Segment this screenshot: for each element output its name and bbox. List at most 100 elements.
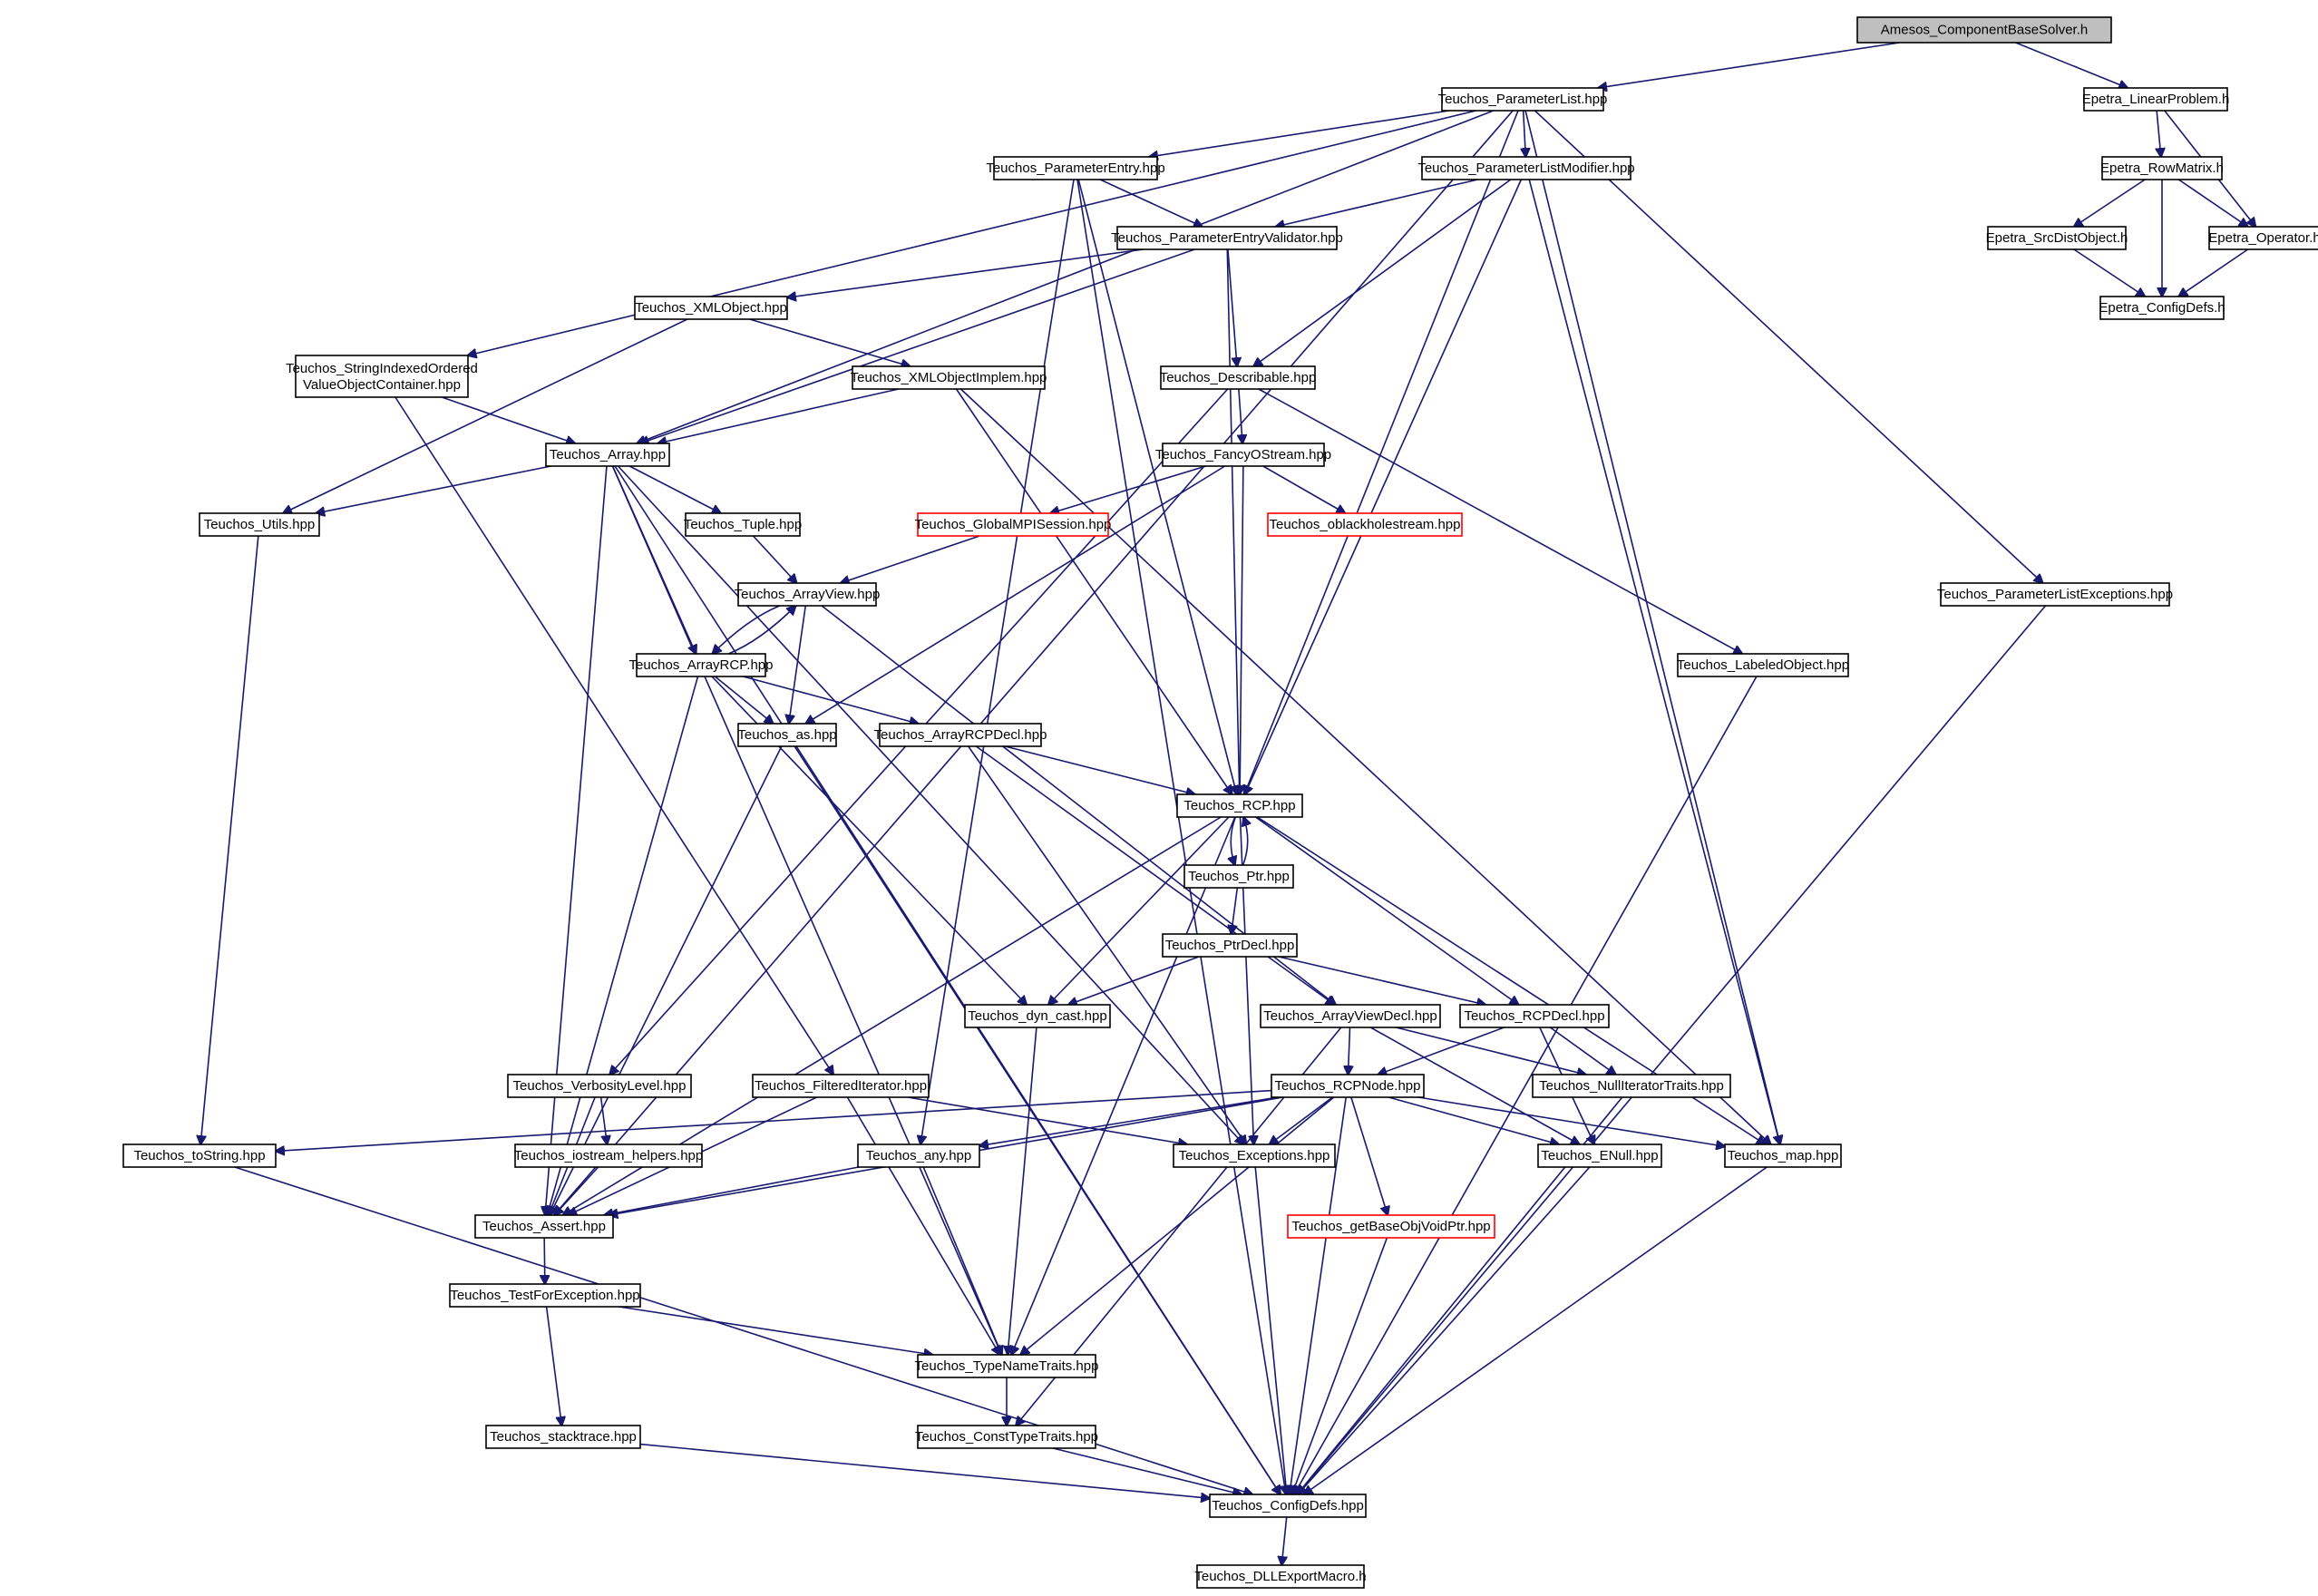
edge-rowmatrix-to-epetra_operator <box>2177 179 2247 227</box>
node-parameterlistmodifier[interactable]: Teuchos_ParameterListModifier.hpp <box>1417 156 1635 180</box>
node-epetra_operator[interactable]: Epetra_Operator.h <box>2208 226 2318 250</box>
node-rowmatrix[interactable]: Epetra_RowMatrix.h <box>2100 156 2224 180</box>
node-label: Teuchos_iostream_helpers.hpp <box>514 1148 703 1163</box>
edge-rcpnode-to-configdefs <box>1290 1096 1348 1494</box>
node-arrayviewdecl[interactable]: Teuchos_ArrayViewDecl.hpp <box>1260 1004 1441 1028</box>
edge-utils-to-tostring <box>200 535 259 1144</box>
node-as[interactable]: Teuchos_as.hpp <box>737 723 837 747</box>
edge-parameterlistmodifier-to-describable <box>1253 179 1512 366</box>
node-arrayview[interactable]: Teuchos_ArrayView.hpp <box>735 582 881 607</box>
node-label: Teuchos_oblackholestream.hpp <box>1270 517 1461 532</box>
node-fancyostream[interactable]: Teuchos_FancyOStream.hpp <box>1155 443 1331 467</box>
edge-exceptions-to-configdefs <box>1254 1166 1287 1494</box>
node-label: Teuchos_XMLObjectImplem.hpp <box>851 370 1047 385</box>
node-label: Teuchos_Describable.hpp <box>1160 370 1317 385</box>
edge-rcpnode-to-exceptions <box>1270 1096 1333 1144</box>
edge-ptrdecl-to-dyn_cast <box>1068 956 1200 1005</box>
node-box <box>1176 793 1303 818</box>
node-rcpdecl[interactable]: Teuchos_RCPDecl.hpp <box>1459 1004 1610 1028</box>
node-enull[interactable]: Teuchos_ENull.hpp <box>1537 1143 1662 1168</box>
node-dllexportmacro[interactable]: Teuchos_DLLExportMacro.h <box>1194 1564 1367 1589</box>
node-array[interactable]: Teuchos_Array.hpp <box>545 443 670 467</box>
node-rcpnode[interactable]: Teuchos_RCPNode.hpp <box>1271 1074 1425 1098</box>
node-box <box>852 365 1046 390</box>
node-any[interactable]: Teuchos_any.hpp <box>857 1143 980 1168</box>
node-linearproblem[interactable]: Epetra_LinearProblem.h <box>2082 87 2230 112</box>
node-exceptions[interactable]: Teuchos_Exceptions.hpp <box>1173 1143 1336 1168</box>
node-rcp[interactable]: Teuchos_RCP.hpp <box>1176 793 1303 818</box>
node-box <box>1183 864 1294 889</box>
node-verbositylevel[interactable]: Teuchos_VerbosityLevel.hpp <box>507 1074 692 1098</box>
edge-dyn_cast-to-typenametraits <box>1008 1027 1037 1355</box>
edge-parameterentryvalidator-to-describable <box>1227 248 1237 366</box>
node-box <box>1173 1143 1336 1168</box>
edge-rcpdecl-to-nulliteratortraits <box>1549 1027 1615 1075</box>
node-testforexception[interactable]: Teuchos_TestForException.hpp <box>449 1283 641 1308</box>
node-parameterentry[interactable]: Teuchos_ParameterEntry.hpp <box>986 156 1165 180</box>
edge-parameterlist-to-rcp <box>1244 110 1519 794</box>
node-labeledobject[interactable]: Teuchos_LabeledObject.hpp <box>1677 653 1849 677</box>
node-ptrdecl[interactable]: Teuchos_PtrDecl.hpp <box>1162 933 1298 958</box>
edge-parameterentryvalidator-to-xmlobject <box>787 248 1144 297</box>
node-utils[interactable]: Teuchos_Utils.hpp <box>199 512 320 537</box>
node-epetra_configdefs[interactable]: Epetra_ConfigDefs.h <box>2099 296 2225 320</box>
node-box <box>917 1425 1096 1449</box>
node-tostring[interactable]: Teuchos_toString.hpp <box>122 1143 277 1168</box>
edge-testforexception-to-stacktrace <box>545 1306 562 1426</box>
node-consttypetraits[interactable]: Teuchos_ConstTypeTraits.hpp <box>915 1425 1098 1449</box>
node-label: Epetra_Operator.h <box>2208 230 2318 246</box>
node-label: Teuchos_any.hpp <box>866 1148 971 1163</box>
edge-arrayrcp-to-as <box>714 676 773 724</box>
node-label: Teuchos_toString.hpp <box>133 1148 265 1163</box>
node-typenametraits[interactable]: Teuchos_TypeNameTraits.hpp <box>915 1354 1099 1378</box>
node-xmlobject[interactable]: Teuchos_XMLObject.hpp <box>634 296 788 320</box>
node-box <box>1459 1004 1610 1028</box>
edge-xmlobject-to-xmlobjectimplem <box>749 318 911 366</box>
node-label: Teuchos_Exceptions.hpp <box>1179 1148 1330 1163</box>
node-box <box>474 1214 614 1239</box>
edge-fancyostream-to-as <box>805 465 1226 724</box>
edge-fancyostream-to-globalmpisession <box>1050 465 1207 513</box>
edge-verbositylevel-to-iostream_helpers <box>599 1096 608 1144</box>
node-arrayrcpdecl[interactable]: Teuchos_ArrayRCPDecl.hpp <box>874 723 1047 747</box>
node-amesos_cbs[interactable]: Amesos_ComponentBaseSolver.h <box>1856 16 2112 44</box>
edge-rcpnode-to-getbaseobjvoidptr <box>1350 1096 1388 1215</box>
node-label: Teuchos_stacktrace.hpp <box>490 1429 637 1445</box>
edge-stacktrace-to-configdefs <box>639 1443 1210 1499</box>
node-box <box>1677 653 1849 677</box>
node-oblackholestream[interactable]: Teuchos_oblackholestream.hpp <box>1267 512 1463 537</box>
node-dyn_cast[interactable]: Teuchos_dyn_cast.hpp <box>964 1004 1111 1028</box>
node-stacktrace[interactable]: Teuchos_stacktrace.hpp <box>485 1425 641 1449</box>
node-configdefs[interactable]: Teuchos_ConfigDefs.hpp <box>1209 1494 1367 1518</box>
node-box <box>917 1354 1096 1378</box>
node-xmlobjectimplem[interactable]: Teuchos_XMLObjectImplem.hpp <box>851 365 1047 390</box>
node-tuple[interactable]: Teuchos_Tuple.hpp <box>684 512 802 537</box>
node-box <box>1532 1074 1731 1098</box>
node-iostream_helpers[interactable]: Teuchos_iostream_helpers.hpp <box>514 1143 703 1168</box>
node-ptr[interactable]: Teuchos_Ptr.hpp <box>1183 864 1294 889</box>
node-parameterlistexceptions[interactable]: Teuchos_ParameterListExceptions.hpp <box>1937 582 2173 607</box>
edge-linearproblem-to-rowmatrix <box>2157 110 2161 157</box>
edge-enull-to-configdefs <box>1298 1166 1591 1494</box>
node-assert[interactable]: Teuchos_Assert.hpp <box>474 1214 614 1239</box>
node-srcdistobject[interactable]: Epetra_SrcDistObject.h <box>1986 226 2128 250</box>
node-nulliteratortraits[interactable]: Teuchos_NullIteratorTraits.hpp <box>1532 1074 1731 1098</box>
node-label: Teuchos_getBaseObjVoidPtr.hpp <box>1291 1219 1490 1234</box>
node-label: Teuchos_ParameterListExceptions.hpp <box>1937 587 2173 602</box>
node-describable[interactable]: Teuchos_Describable.hpp <box>1160 365 1317 390</box>
node-getbaseobjvoidptr[interactable]: Teuchos_getBaseObjVoidPtr.hpp <box>1287 1214 1495 1239</box>
node-map[interactable]: Teuchos_map.hpp <box>1724 1143 1842 1168</box>
node-label: Teuchos_ConstTypeTraits.hpp <box>915 1429 1098 1445</box>
node-parameterentryvalidator[interactable]: Teuchos_ParameterEntryValidator.hpp <box>1111 226 1343 250</box>
node-filterediterator[interactable]: Teuchos_FilteredIterator.hpp <box>752 1074 930 1098</box>
node-arrayrcp[interactable]: Teuchos_ArrayRCP.hpp <box>629 653 774 677</box>
node-label: Teuchos_TestForException.hpp <box>450 1288 639 1303</box>
edge-fancyostream-to-oblackholestream <box>1262 465 1345 513</box>
edge-arrayrcp-to-arrayview <box>727 606 795 655</box>
edge-xmlobjectimplem-to-array <box>657 388 899 443</box>
node-globalmpisession[interactable]: Teuchos_GlobalMPISession.hpp <box>915 512 1112 537</box>
node-parameterlist[interactable]: Teuchos_ParameterList.hpp <box>1438 87 1608 112</box>
node-label: Teuchos_ArrayRCP.hpp <box>629 657 774 673</box>
edge-rcpnode-to-any <box>979 1096 1279 1146</box>
